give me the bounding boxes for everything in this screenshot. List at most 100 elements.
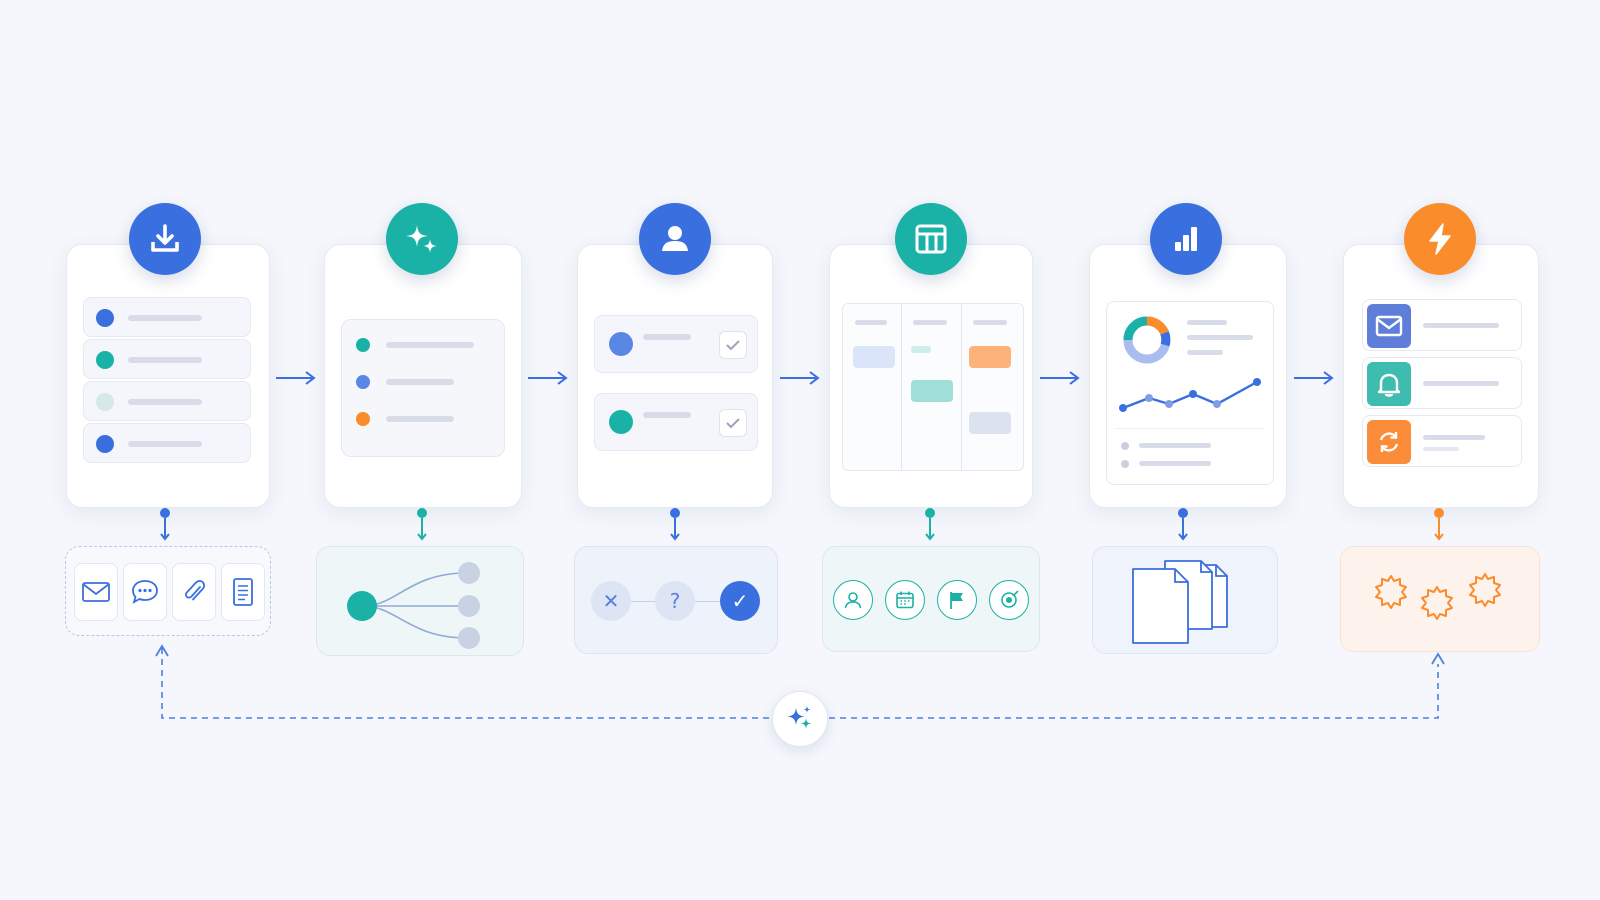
- placeholder-line: [128, 315, 202, 321]
- refresh-icon: [1367, 420, 1411, 464]
- intake-row: [83, 339, 251, 379]
- placeholder-line: [1139, 461, 1211, 466]
- bell-icon: [1367, 362, 1411, 406]
- status-dot: [96, 309, 114, 327]
- flow-arrow: [780, 371, 820, 385]
- ai-sort-card: [324, 244, 522, 508]
- board-card: [829, 244, 1033, 508]
- flow-arrow: [528, 371, 568, 385]
- task-card: [853, 346, 895, 368]
- status-dot: [96, 435, 114, 453]
- placeholder-line: [643, 334, 691, 340]
- approval-panel: ✕ ? ✓: [574, 546, 778, 654]
- download-icon: [129, 203, 201, 275]
- branch-tree-icon: [347, 562, 480, 649]
- bar-chart-icon: [1150, 203, 1222, 275]
- placeholder-line: [1187, 350, 1223, 355]
- action-row: [1362, 299, 1522, 351]
- intake-row: [83, 423, 251, 463]
- trend-line-chart: [1119, 378, 1261, 412]
- flag-icon: [937, 580, 977, 620]
- stem-connector: [1178, 508, 1188, 541]
- stem-connector: [925, 508, 935, 541]
- placeholder-line: [1423, 447, 1459, 451]
- placeholder-line: [128, 357, 202, 363]
- gears-icon: [1375, 573, 1501, 620]
- column-header: [913, 320, 947, 325]
- target-icon: [989, 580, 1029, 620]
- sparkle-icon: [787, 706, 812, 729]
- placeholder-line: [1187, 320, 1227, 325]
- stem-connector: [160, 508, 170, 541]
- placeholder-line: [1423, 435, 1485, 440]
- column-header: [855, 320, 887, 325]
- input-channels-panel: [65, 546, 271, 636]
- status-dot: [96, 351, 114, 369]
- stem-connector: [417, 508, 427, 541]
- documents-stack-icon: [1132, 560, 1228, 644]
- intake-row: [83, 297, 251, 337]
- board-icon: [895, 203, 967, 275]
- flow-arrow: [1294, 371, 1334, 385]
- placeholder-line: [128, 441, 202, 447]
- flow-arrow: [1040, 371, 1080, 385]
- assign-card: [577, 244, 773, 508]
- report-panel: [1106, 301, 1274, 485]
- assignee-row: [594, 393, 758, 451]
- intake-row: [83, 381, 251, 421]
- user-icon: [639, 203, 711, 275]
- status-dot: [356, 375, 370, 389]
- document-icon: [221, 563, 265, 621]
- action-row: [1362, 357, 1522, 409]
- placeholder-line: [128, 399, 202, 405]
- placeholder-line: [1187, 335, 1253, 340]
- placeholder-line: [1423, 381, 1499, 386]
- lightning-icon: [1404, 203, 1476, 275]
- loop-sparkle-button[interactable]: [772, 691, 828, 747]
- avatar: [609, 332, 633, 356]
- placeholder-line: [643, 412, 691, 418]
- sparkle-icon: [386, 203, 458, 275]
- report-card: [1089, 244, 1287, 508]
- placeholder-line: [386, 342, 474, 348]
- sorted-list-panel: [341, 319, 505, 457]
- placeholder-line: [1139, 443, 1211, 448]
- intake-card: [66, 244, 270, 508]
- reports-output-panel: [1092, 546, 1278, 654]
- reject-icon: ✕: [591, 581, 631, 621]
- placeholder-line: [386, 379, 454, 385]
- kanban-board: [842, 303, 1024, 471]
- stem-connector: [1434, 508, 1444, 541]
- calendar-icon: [885, 580, 925, 620]
- column-header: [973, 320, 1007, 325]
- task-attributes-panel: [822, 546, 1040, 652]
- approve-icon: ✓: [720, 581, 760, 621]
- bullet: [1121, 442, 1129, 450]
- mail-icon: [1367, 304, 1411, 348]
- donut-chart: [1123, 316, 1171, 364]
- flow-arrow: [276, 371, 316, 385]
- task-card: [969, 346, 1011, 368]
- chat-icon: [123, 563, 167, 621]
- placeholder-line: [1423, 323, 1499, 328]
- automation-gears-panel: [1340, 546, 1540, 652]
- status-dot: [96, 393, 114, 411]
- action-row: [1362, 415, 1522, 467]
- person-icon: [833, 580, 873, 620]
- question-icon: ?: [655, 581, 695, 621]
- assignee-row: [594, 315, 758, 373]
- check-icon: [719, 331, 747, 359]
- avatar: [609, 410, 633, 434]
- mail-icon: [74, 563, 118, 621]
- stem-connector: [670, 508, 680, 541]
- automate-card: [1343, 244, 1539, 508]
- routing-panel: [316, 546, 524, 656]
- check-icon: [719, 409, 747, 437]
- task-card: [969, 412, 1011, 434]
- task-card: [911, 346, 931, 353]
- bullet: [1121, 460, 1129, 468]
- paperclip-icon: [172, 563, 216, 621]
- placeholder-line: [386, 416, 454, 422]
- task-card: [911, 380, 953, 402]
